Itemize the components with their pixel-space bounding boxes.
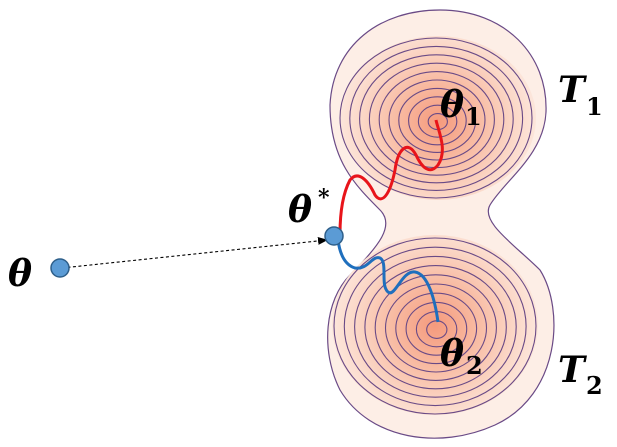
path-to-theta-1: [338, 119, 444, 235]
theta-1-label: θ: [440, 84, 464, 126]
path-to-theta-2: [336, 239, 440, 323]
task-2-contour-9: [343, 246, 527, 407]
task-2-contour-6: [374, 274, 497, 381]
task-1-contour-10: [339, 37, 533, 199]
theta-star-label: θ: [288, 189, 312, 231]
task-2-contour-10: [333, 237, 537, 415]
theta-2-label: θ: [440, 333, 464, 375]
theta-2-subscript: 2: [466, 351, 483, 380]
theta-star-superscript: *: [318, 185, 330, 211]
task-2-contour-8: [354, 255, 517, 398]
theta-point: [50, 258, 70, 278]
task-1-contour-7: [368, 62, 505, 176]
theta-1-subscript: 1: [465, 102, 482, 131]
task-1-contour-9: [349, 45, 524, 191]
task-2-contour-3: [405, 301, 468, 356]
task-1-contour-8: [359, 54, 514, 184]
task-2-contours: [333, 237, 537, 415]
task-2-contour-7: [364, 265, 507, 390]
task-1-contour-3: [408, 96, 467, 146]
task-1-subscript: 1: [586, 92, 603, 121]
theta-star-point: [324, 226, 344, 246]
task-1-label: T: [558, 69, 587, 111]
task-2-basin: [332, 235, 538, 415]
task-2-label: T: [558, 349, 587, 391]
task-1-contour-2: [417, 104, 458, 138]
task-2-contour-4: [395, 292, 478, 365]
task-2-contour-5: [384, 283, 488, 373]
task-1-basin: [339, 36, 536, 200]
task-1-contour-4: [398, 87, 477, 153]
task-2-subscript: 2: [586, 371, 603, 400]
transfer-arrow: [61, 236, 328, 269]
task-1-contours: [339, 37, 533, 199]
task-1-contour-5: [388, 79, 486, 161]
theta-label: θ: [8, 253, 32, 295]
